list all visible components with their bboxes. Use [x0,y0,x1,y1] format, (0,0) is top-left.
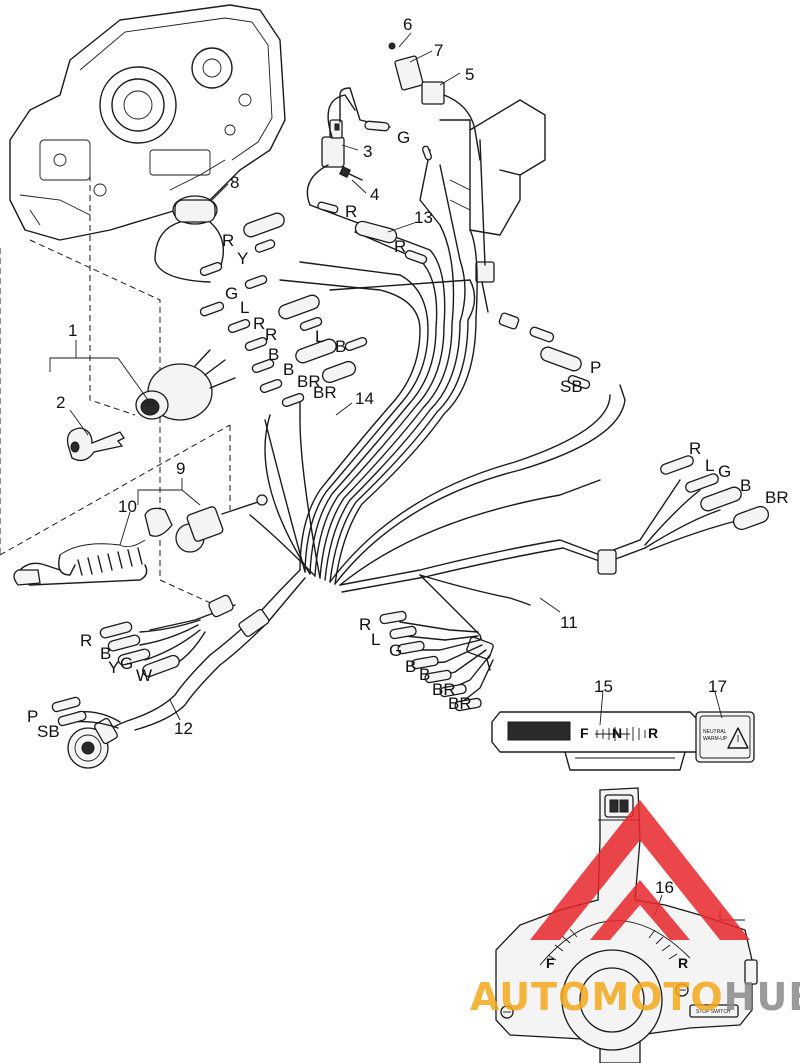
buzzer-part-8 [154,195,224,283]
wire-connectors [199,120,591,408]
automotohub-watermark: AUTOMOTOHUB [470,800,800,1019]
stop-switch-part-9 [175,494,268,553]
wire-label-g-11: G [389,641,402,660]
wire-label-l-c: L [315,327,324,346]
callout-14: 14 [355,389,374,408]
lever-mark-r: R [678,955,688,971]
wire-label-b-c2: B [283,360,294,379]
wire-label-l-rt: L [705,456,714,475]
main-harness [249,149,626,586]
wire-label-br-11b: BR [448,694,472,713]
lever-body-top [439,99,546,313]
wire-label-y-12: Y [108,658,119,677]
wire-label-g-top: G [397,128,410,147]
wire-label-r-13: R [394,237,406,256]
wire-label-sb-12: SB [37,722,60,741]
key-part-2 [66,427,125,462]
wire-label-b-11a: B [405,657,416,676]
wire-label-l-11: L [371,630,380,649]
wire-label-b-11b: B [419,665,430,684]
scale-r: R [648,725,658,741]
wire-label-g-12: G [120,654,133,673]
wire-label-g-rt: G [718,462,731,481]
lanyard-part-10 [13,507,173,586]
callout-3: 3 [363,142,372,161]
watermark-text-hub: HUB [724,975,800,1019]
wire-label-b-rt: B [740,476,751,495]
callout-5: 5 [465,65,474,84]
wire-label-br-c1: BR [297,372,321,391]
callout-4: 4 [370,185,379,204]
stop-switch-label: STOP SWITCH [696,1009,731,1015]
callout-16: 16 [655,878,674,897]
harness-part-11 [339,455,770,712]
wire-label-w-12: W [136,666,152,685]
watermark-triangle-inner [590,880,690,940]
ignition-switch-part-1 [135,349,236,421]
wire-label-l-left: L [240,298,249,317]
callout-13: 13 [414,208,433,227]
connector-part-5-7 [388,42,481,161]
switch-part-3 [306,87,391,206]
wire-label-y-left: Y [237,249,248,268]
leader-lines [49,32,723,916]
wire-label-r-12: R [80,631,92,650]
gear-scale: F N R [580,725,658,741]
callout-15: 15 [594,677,613,696]
callout-numbers: 1 2 3 4 5 6 7 8 9 10 11 12 13 14 15 16 1… [56,15,727,897]
shift-plate-part-15: F N R [491,711,701,771]
harness-part-12 [51,569,306,769]
wire-label-b-c1: B [268,345,279,364]
alignment-lines [0,175,231,606]
callout-12: 12 [174,719,193,738]
control-box-housing [9,4,286,241]
wire-label-r-c1: R [253,314,265,333]
wire-label-p-12: P [27,707,38,726]
callout-6: 6 [403,15,412,34]
wire-label-r-11: R [359,615,371,634]
callout-7: 7 [434,41,443,60]
callout-10: 10 [118,497,137,516]
wire-label-r-mid: R [345,202,357,221]
scale-n: N [612,725,622,741]
callout-9: 9 [176,459,185,478]
callout-2: 2 [56,393,65,412]
remote-control-part-16: F R STOP SWITCH [495,787,758,1063]
screw-part-4 [339,166,363,181]
wire-label-r-left: R [222,231,234,250]
wire-labels: G R R R Y G L R R L B B B BR BR P SB R L… [27,128,789,741]
wire-label-b-12: B [100,644,111,663]
watermark-text: AUTOMOTOHUB [470,975,800,1019]
wire-label-r-rt: R [689,439,701,458]
callout-8: 8 [230,173,239,192]
warmup-label-part-17: NEUTRAL WARM-UP [695,711,755,763]
wire-label-br-rt: BR [765,488,789,507]
wire-label-r-c2: R [265,325,277,344]
wire-label-sb-right: SB [560,377,583,396]
neutral-label-line2: WARM-UP [703,736,728,742]
scale-f: F [580,725,589,741]
neutral-label-line1: NEUTRAL [703,729,727,735]
wire-label-p-right: P [590,358,601,377]
watermark-text-main: AUTOMOTO [470,975,724,1019]
wire-label-br-11a: BR [432,680,456,699]
callout-17: 17 [708,677,727,696]
wire-label-b-c3: B [335,337,346,356]
callout-11: 11 [560,613,578,632]
wire-label-g-left: G [225,284,238,303]
wire-label-br-c2: BR [313,383,337,402]
callout-1: 1 [68,321,77,340]
watermark-triangle [530,800,750,940]
lever-mark-f: F [546,955,555,971]
